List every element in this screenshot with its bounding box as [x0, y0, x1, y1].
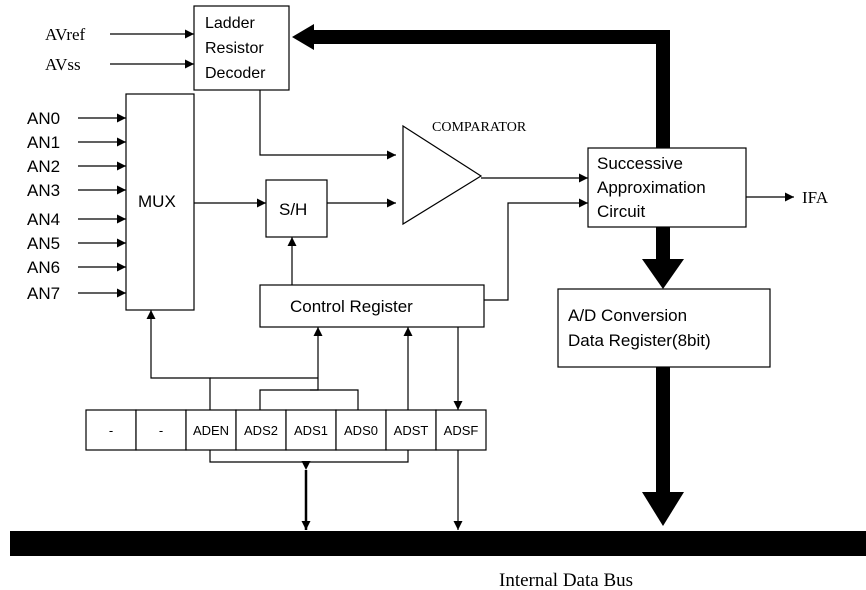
data-register-block	[557, 288, 771, 368]
an1-label: AN1	[27, 133, 60, 152]
control-to-sar-wire	[484, 198, 588, 301]
internal-data-bus	[10, 531, 866, 556]
sar-line-2: Approximation	[597, 178, 706, 197]
sar-line-1: Successive	[597, 154, 683, 173]
ladder-decoder-block	[193, 5, 290, 91]
sar-to-ladder-arrowhead	[292, 24, 314, 50]
an5-label: AN5	[27, 234, 60, 253]
ads-to-control-wire	[310, 327, 323, 391]
data-register-to-bus-arrowhead	[642, 492, 684, 526]
register-bit-cell	[85, 409, 137, 451]
register-bit-label: ADS2	[244, 423, 278, 438]
avref-label: AVref	[45, 25, 86, 44]
ladder-to-comparator-wire	[259, 90, 396, 160]
sample-hold-block	[265, 179, 328, 238]
aden-to-mux-wire	[146, 310, 211, 410]
mux-block	[125, 93, 195, 311]
register-bit-label: ADS0	[344, 423, 378, 438]
register-bus-bracket	[209, 450, 409, 463]
an7-label: AN7	[27, 284, 60, 303]
an2-label: AN2	[27, 157, 60, 176]
register-bit-row: - - ADEN ADS2 ADS1 ADS0 ADST ADSF	[85, 409, 487, 451]
avss-label: AVss	[45, 55, 81, 74]
ladder-line-3: Decoder	[205, 65, 266, 82]
register-bit-label: ADST	[394, 423, 429, 438]
analog-inputs: AN0 AN1 AN2 AN3 AN4 AN5 AN6 AN7	[27, 109, 126, 303]
ladder-line-2: Resistor	[205, 40, 264, 57]
an6-label: AN6	[27, 258, 60, 277]
ifa-label: IFA	[802, 188, 829, 207]
ads-select-bracket	[259, 389, 359, 410]
register-bit-label: -	[109, 423, 113, 438]
comparator-label: COMPARATOR	[432, 120, 527, 135]
an3-label: AN3	[27, 181, 60, 200]
comparator-symbol	[402, 124, 483, 226]
sar-to-data-register-arrowhead	[642, 259, 684, 289]
register-bit-label: ADEN	[193, 423, 229, 438]
register-bit-cell	[285, 409, 337, 451]
register-bit-label: ADS1	[294, 423, 328, 438]
data-register-to-bus	[656, 367, 670, 492]
data-register-line-1: A/D Conversion	[568, 306, 687, 325]
data-register-line-2: Data Register(8bit)	[568, 331, 711, 350]
an4-label: AN4	[27, 210, 60, 229]
register-bit-label: ADSF	[444, 423, 479, 438]
register-bit-cell	[435, 409, 487, 451]
sar-to-data-register-bus	[656, 227, 670, 259]
control-register-block	[259, 284, 485, 328]
control-register-label: Control Register	[290, 297, 413, 316]
sar-to-ladder-bus	[656, 30, 670, 148]
register-bit-cell	[385, 409, 437, 451]
register-bit-cell	[185, 409, 237, 451]
sample-hold-label: S/H	[279, 200, 307, 219]
ladder-line-1: Ladder	[205, 15, 255, 32]
internal-data-bus-label: Internal Data Bus	[499, 570, 633, 590]
mux-label: MUX	[138, 192, 176, 211]
an0-label: AN0	[27, 109, 60, 128]
register-bit-label: -	[159, 423, 163, 438]
sar-line-3: Circuit	[597, 202, 645, 221]
sar-to-ladder-bus-top	[310, 30, 670, 44]
